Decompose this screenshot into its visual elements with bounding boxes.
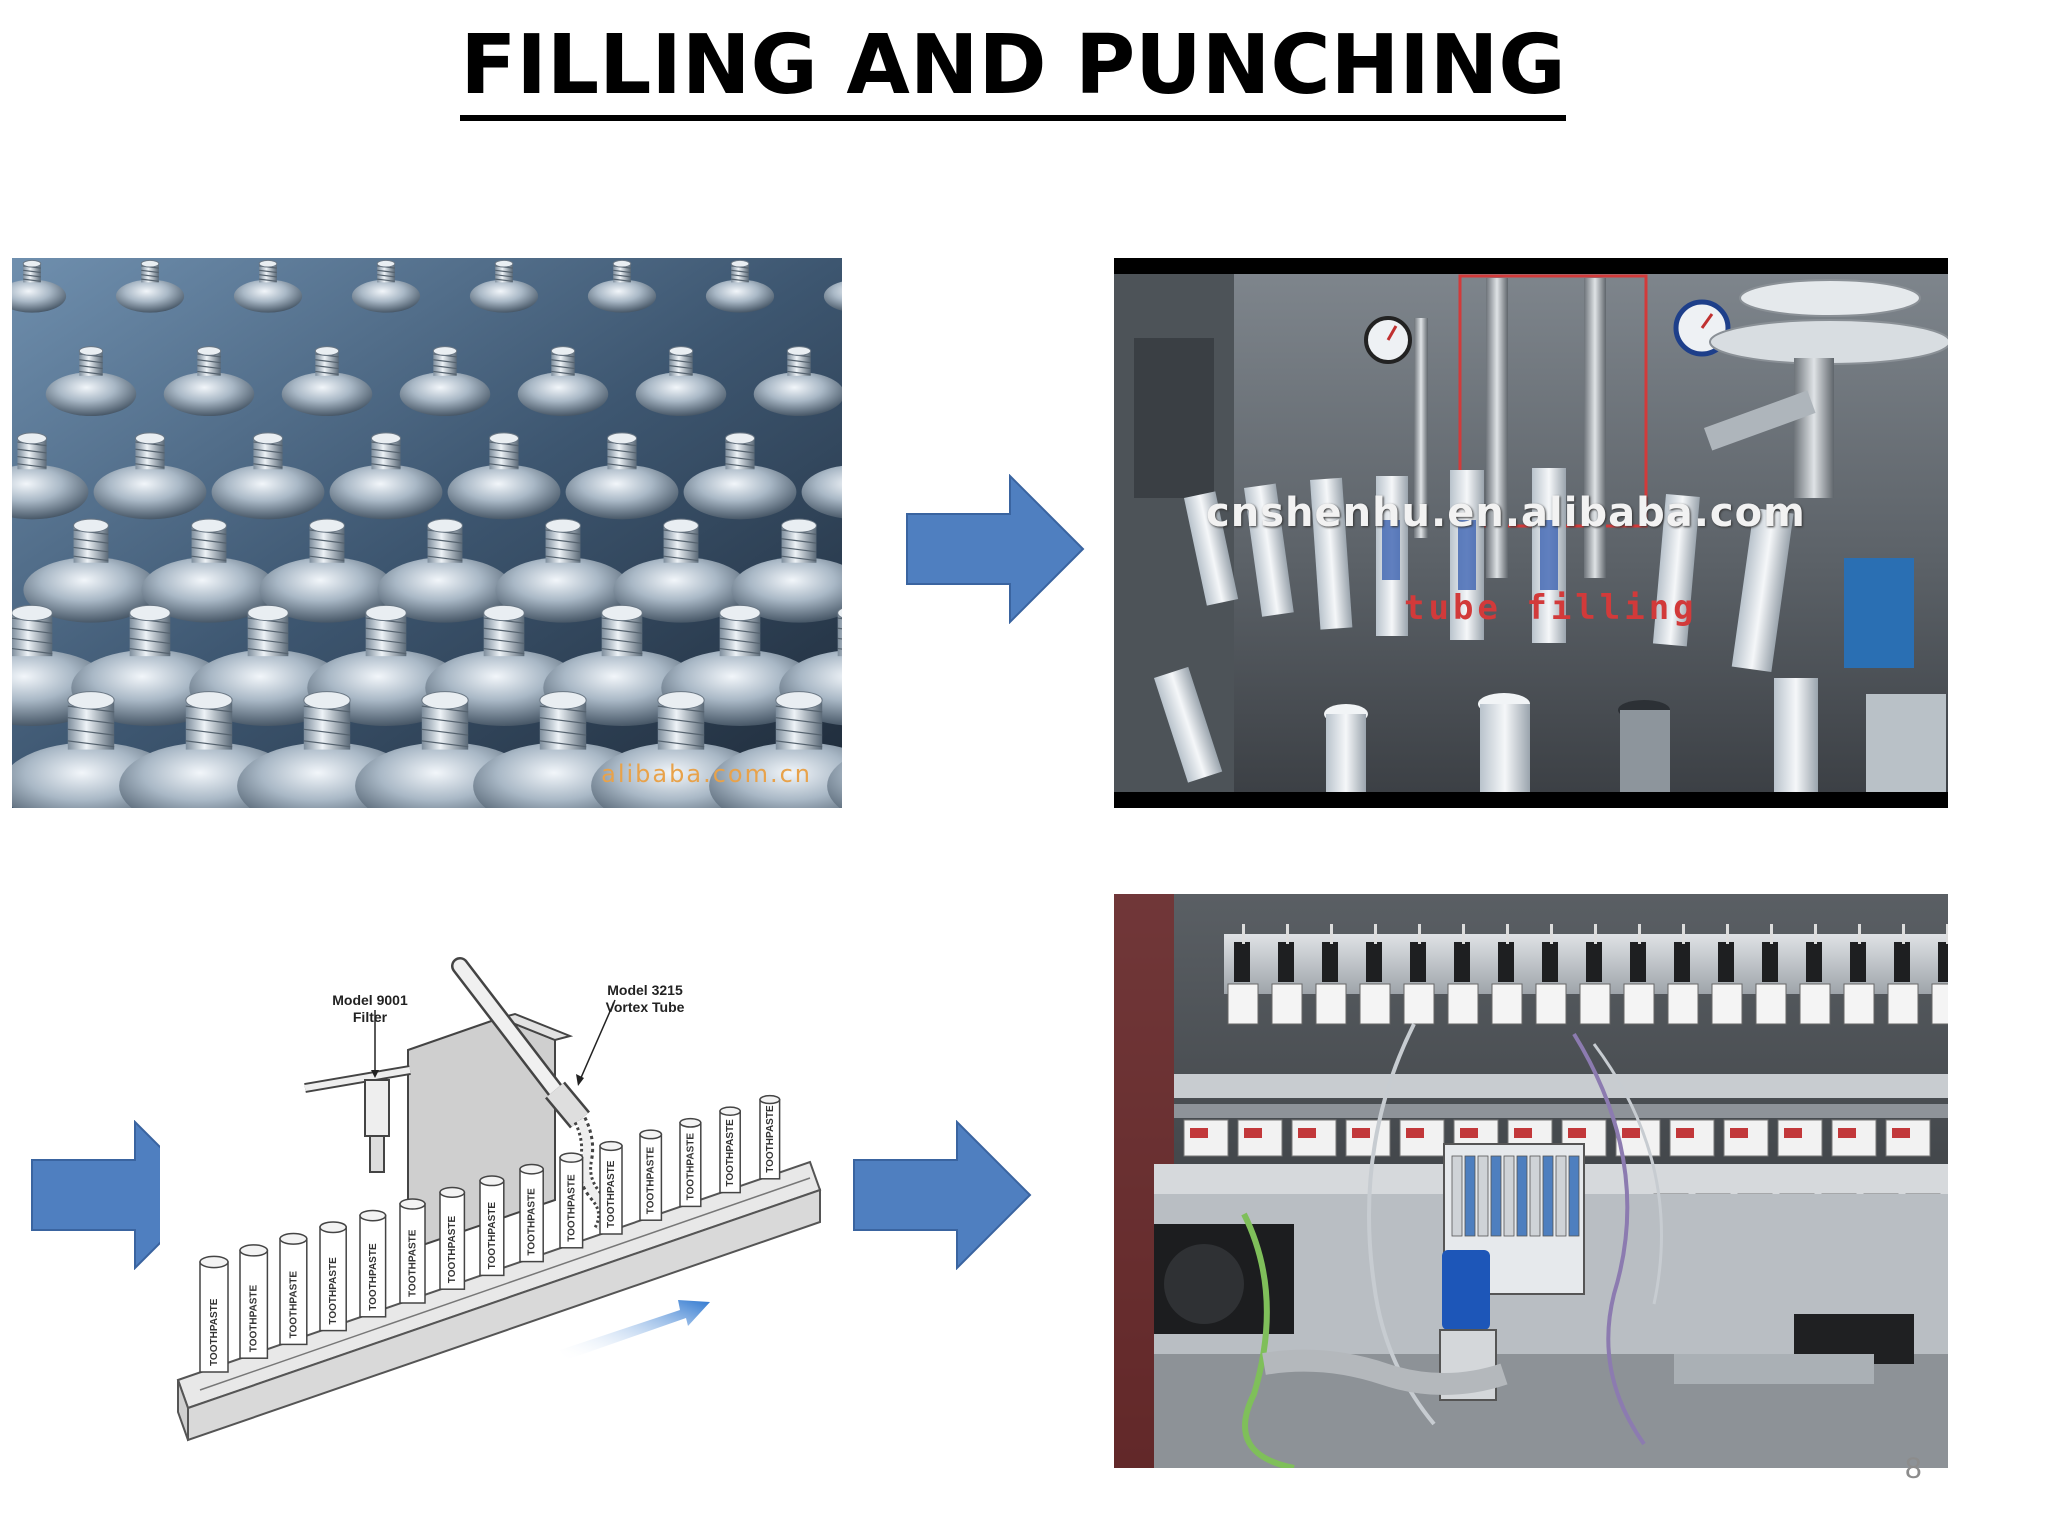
sealed-tube xyxy=(1669,1119,1715,1157)
diagram-tube-label: TOOTHPASTE xyxy=(328,1257,339,1325)
sealing-head xyxy=(1579,924,1611,1025)
diagram-tube: TOOTHPASTE xyxy=(559,1152,584,1249)
page-number: 8 xyxy=(1905,1452,1922,1485)
diagram-tube: TOOTHPASTE xyxy=(719,1106,741,1194)
slide-title: FILLING AND PUNCHING xyxy=(0,18,2048,121)
diagram-tube: TOOTHPASTE xyxy=(319,1221,347,1332)
sealing-head xyxy=(1447,924,1479,1025)
sealing-head xyxy=(1535,924,1567,1025)
sealing-head xyxy=(1931,924,1948,1025)
sealed-tube xyxy=(1885,1119,1931,1157)
diagram-tube-label: TOOTHPASTE xyxy=(765,1105,776,1173)
sealed-tube xyxy=(1831,1119,1877,1157)
diagram-tube-label: TOOTHPASTE xyxy=(249,1284,260,1352)
diagram-tube: TOOTHPASTE xyxy=(599,1140,623,1235)
cnshenhu-watermark: cnshenhu.en.alibaba.com xyxy=(1206,490,1806,536)
diagram-tube-label: TOOTHPASTE xyxy=(527,1188,538,1256)
diagram-tube: TOOTHPASTE xyxy=(399,1198,426,1304)
sealing-head xyxy=(1359,924,1391,1025)
sealing-head xyxy=(1491,924,1523,1025)
sealed-tube xyxy=(1723,1119,1769,1157)
arrow-right-3 xyxy=(853,1120,1032,1270)
sealed-tube xyxy=(1291,1119,1337,1157)
vortex-tube-diagram: TOOTHPASTE TOOTHPASTE TOOTHPASTE TOOTHPASTE… xyxy=(160,940,850,1480)
sealing-head xyxy=(1667,924,1699,1025)
diagram-tube: TOOTHPASTE xyxy=(679,1117,702,1208)
sealed-tube xyxy=(1345,1119,1391,1157)
sealing-head xyxy=(1315,924,1347,1025)
sealing-head xyxy=(1227,924,1259,1025)
diagram-tube-label: TOOTHPASTE xyxy=(368,1243,379,1311)
diagram-tube-label: TOOTHPASTE xyxy=(646,1146,657,1214)
diagram-tube: TOOTHPASTE xyxy=(639,1129,663,1221)
diagram-tube-label: TOOTHPASTE xyxy=(566,1174,577,1242)
diagram-tube-label: TOOTHPASTE xyxy=(685,1133,696,1201)
diagram-tube: TOOTHPASTE xyxy=(359,1209,387,1318)
diagram-tube: TOOTHPASTE xyxy=(439,1186,466,1290)
sealing-head xyxy=(1403,924,1435,1025)
diagram-tube: TOOTHPASTE xyxy=(759,1094,781,1180)
sealed-tube xyxy=(1615,1119,1661,1157)
sealing-head xyxy=(1271,924,1303,1025)
tube-filling-machine-photo: cnshenhu.en.alibaba.com tube filling xyxy=(1114,258,1948,808)
diagram-tube-label: TOOTHPASTE xyxy=(487,1202,498,1270)
empty-tubes-photo: alibaba.com.cn xyxy=(12,258,842,808)
diagram-tube-label: TOOTHPASTE xyxy=(288,1271,299,1339)
filter-label: Model 9001 Filter xyxy=(332,992,408,1025)
vortex-tube-diagram-image: TOOTHPASTE TOOTHPASTE TOOTHPASTE TOOTHPASTE… xyxy=(176,957,822,1442)
diagram-tube-label: TOOTHPASTE xyxy=(447,1215,458,1283)
tube-filling-machine-image xyxy=(1114,258,1948,808)
diagram-tube: TOOTHPASTE xyxy=(199,1255,229,1373)
sealed-tube xyxy=(1237,1119,1283,1157)
vortex-tube-label: Model 3215 Vortex Tube xyxy=(605,982,685,1015)
sealed-tube xyxy=(1777,1119,1823,1157)
alibaba-watermark: alibaba.com.cn xyxy=(601,760,812,788)
sealing-machine-photo xyxy=(1114,894,1948,1468)
diagram-tube: TOOTHPASTE xyxy=(239,1244,269,1359)
tube-filling-overlay-label: tube filling xyxy=(1404,588,1698,628)
sealing-head xyxy=(1755,924,1787,1025)
sealed-tube xyxy=(1183,1119,1229,1157)
diagram-tube-label: TOOTHPASTE xyxy=(209,1298,220,1366)
sealed-tube xyxy=(1399,1119,1445,1157)
arrow-right-1 xyxy=(906,474,1085,624)
sealing-machine-image xyxy=(1114,894,1948,1468)
diagram-tube-label: TOOTHPASTE xyxy=(606,1160,617,1228)
sealing-head xyxy=(1799,924,1831,1025)
empty-tubes-image xyxy=(12,258,842,808)
diagram-tube-label: TOOTHPASTE xyxy=(725,1119,736,1187)
diagram-tube: TOOTHPASTE xyxy=(279,1232,308,1346)
sealing-head xyxy=(1623,924,1655,1025)
diagram-tube-label: TOOTHPASTE xyxy=(408,1229,419,1297)
sealing-head xyxy=(1887,924,1919,1025)
sealing-head xyxy=(1711,924,1743,1025)
diagram-tube: TOOTHPASTE xyxy=(519,1163,544,1263)
diagram-tube: TOOTHPASTE xyxy=(479,1175,505,1277)
sealing-head xyxy=(1843,924,1875,1025)
